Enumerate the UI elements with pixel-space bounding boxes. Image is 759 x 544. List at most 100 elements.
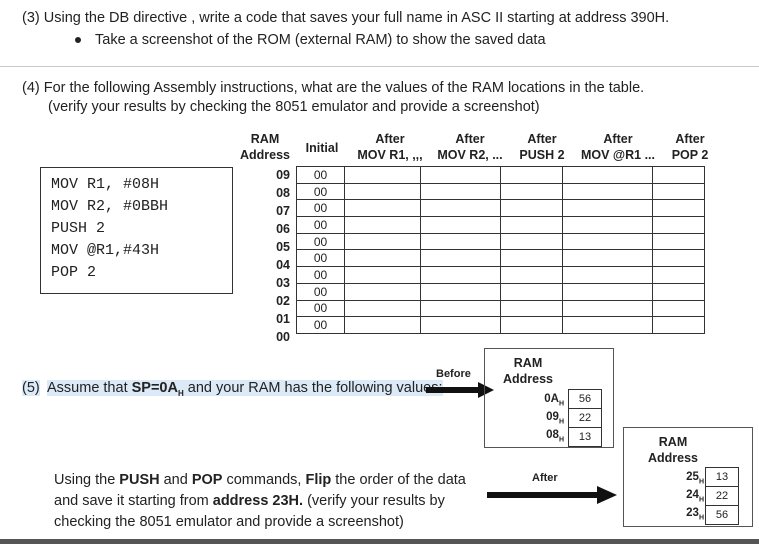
answer-cell[interactable] xyxy=(344,282,421,301)
answer-cell[interactable] xyxy=(652,182,705,201)
answer-cell[interactable] xyxy=(344,182,421,201)
answer-cell[interactable] xyxy=(562,249,653,268)
assembly-code-box: MOV R1, #08H MOV R2, #0BBH PUSH 2 MOV @R… xyxy=(40,167,233,294)
answer-cell[interactable] xyxy=(562,299,653,318)
answer-cell[interactable] xyxy=(562,216,653,234)
address-label: 24H xyxy=(686,489,704,504)
answer-cell[interactable] xyxy=(652,216,705,234)
answer-cell[interactable] xyxy=(344,216,421,234)
answer-cell[interactable] xyxy=(652,249,705,268)
q4-line1: (4) For the following Assembly instructi… xyxy=(22,80,645,96)
initial-cell: 00 xyxy=(296,299,345,318)
q3-bullet: Take a screenshot of the ROM (external R… xyxy=(75,32,546,48)
answer-cell[interactable] xyxy=(652,266,705,284)
answer-cell[interactable] xyxy=(500,232,563,251)
code-line: MOV @R1,#43H xyxy=(51,242,160,259)
table-row: 00 xyxy=(296,232,705,251)
table-row: 00 xyxy=(296,216,705,234)
value-cell: 22 xyxy=(568,408,602,428)
answer-cell[interactable] xyxy=(500,199,563,218)
table-row: 56 xyxy=(568,389,602,409)
initial-cell: 00 xyxy=(296,249,345,268)
after-ram-box xyxy=(623,427,753,527)
flip-instructions: Using the PUSH and POP commands, Flip th… xyxy=(54,472,466,530)
answer-cell[interactable] xyxy=(500,166,563,184)
answer-cell[interactable] xyxy=(344,166,421,184)
answer-cell[interactable] xyxy=(344,299,421,318)
answer-cell[interactable] xyxy=(562,316,653,334)
q3-text: (3) Using the DB directive , write a cod… xyxy=(22,10,670,26)
answer-cell[interactable] xyxy=(420,166,501,184)
initial-cell: 00 xyxy=(296,182,345,201)
table-row: 13 xyxy=(568,427,602,447)
answer-cell[interactable] xyxy=(420,216,501,234)
answer-cell[interactable] xyxy=(344,266,421,284)
table-row: 00 xyxy=(296,166,705,184)
answer-cell[interactable] xyxy=(344,316,421,334)
answer-cell[interactable] xyxy=(652,282,705,301)
bottom-bar xyxy=(0,539,759,544)
answer-cell[interactable] xyxy=(652,316,705,334)
answer-cell[interactable] xyxy=(420,266,501,284)
answer-cell[interactable] xyxy=(344,232,421,251)
answer-cell[interactable] xyxy=(344,199,421,218)
address-label: 25H xyxy=(686,471,704,486)
answer-cell[interactable] xyxy=(562,282,653,301)
initial-cell: 00 xyxy=(296,199,345,218)
answer-cell[interactable] xyxy=(500,249,563,268)
table-row: 00 xyxy=(296,249,705,268)
answer-cell[interactable] xyxy=(500,282,563,301)
table-row: 00 xyxy=(296,199,705,218)
answer-cell[interactable] xyxy=(420,299,501,318)
answer-cell[interactable] xyxy=(500,216,563,234)
answer-cell[interactable] xyxy=(562,182,653,201)
table-row: 13 xyxy=(705,467,739,487)
initial-cell: 00 xyxy=(296,282,345,301)
initial-cell: 00 xyxy=(296,166,345,184)
answer-cell[interactable] xyxy=(500,316,563,334)
table-row: 22 xyxy=(568,408,602,428)
answer-cell[interactable] xyxy=(652,199,705,218)
value-cell: 13 xyxy=(705,467,739,487)
answer-cell[interactable] xyxy=(500,182,563,201)
address-label: 08H xyxy=(546,429,564,444)
answer-cell[interactable] xyxy=(420,282,501,301)
value-cell: 22 xyxy=(705,486,739,506)
q5-text: (5) Assume that SP=0AH and your RAM has … xyxy=(22,380,443,398)
answer-cell[interactable] xyxy=(562,232,653,251)
answer-cell[interactable] xyxy=(652,166,705,184)
answer-cell[interactable] xyxy=(652,232,705,251)
answer-cell[interactable] xyxy=(652,299,705,318)
answer-cell[interactable] xyxy=(420,249,501,268)
initial-cell: 00 xyxy=(296,316,345,334)
code-line: MOV R1, #08H xyxy=(51,176,160,193)
before-arrow-icon xyxy=(426,382,494,398)
initial-header: Initial xyxy=(305,141,339,155)
before-ram-box xyxy=(484,348,614,448)
answer-cell[interactable] xyxy=(344,249,421,268)
answer-cell[interactable] xyxy=(420,199,501,218)
table-row: 56 xyxy=(705,505,739,525)
initial-cell: 00 xyxy=(296,232,345,251)
table-row: 00 xyxy=(296,316,705,334)
answer-cell[interactable] xyxy=(562,166,653,184)
answer-cell[interactable] xyxy=(500,266,563,284)
value-cell: 13 xyxy=(568,427,602,447)
code-line: MOV R2, #0BBH xyxy=(51,198,169,215)
answer-cell[interactable] xyxy=(420,232,501,251)
answer-cell[interactable] xyxy=(420,316,501,334)
answer-cell[interactable] xyxy=(420,182,501,201)
answer-cell[interactable] xyxy=(562,199,653,218)
answer-cell[interactable] xyxy=(562,266,653,284)
answer-cell[interactable] xyxy=(500,299,563,318)
table-row: 00 xyxy=(296,282,705,301)
before-label: Before xyxy=(436,368,471,380)
